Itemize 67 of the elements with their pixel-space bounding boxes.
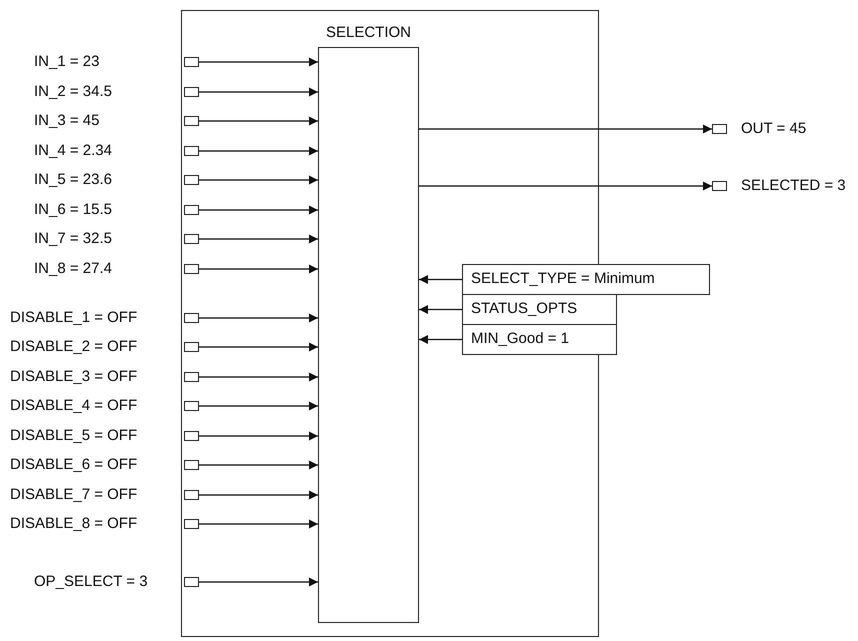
signal-label: DISABLE_2 = OFF [10,338,138,356]
signal-label: IN_5 = 23.6 [34,171,112,189]
signal-label: OUT = 45 [741,120,806,138]
arrow [199,490,318,500]
arrow [199,372,318,382]
arrow [419,275,462,284]
port-square [184,401,199,411]
signal-label: IN_2 = 34.5 [34,83,112,101]
signal-label: IN_3 = 45 [34,112,100,130]
signal-label: IN_6 = 15.5 [34,201,112,219]
block-title: SELECTION [324,24,412,42]
port-square [184,519,199,529]
signal-label: DISABLE_3 = OFF [10,368,138,386]
port-square [184,205,199,215]
signal-label: DISABLE_6 = OFF [10,456,138,474]
signal-label: DISABLE_7 = OFF [10,486,138,504]
signal-label: SELECTED = 3 [741,177,846,195]
arrow [199,206,318,214]
signal-label: DISABLE_5 = OFF [10,427,138,445]
signal-label: IN_8 = 27.4 [34,260,112,278]
port-square [184,431,199,441]
port-square [184,342,199,352]
parameter-box [462,294,617,325]
port-square [184,87,199,97]
arrow [199,58,318,66]
arrow [419,182,712,190]
parameter-label: MIN_Good = 1 [471,330,569,348]
arrow [199,432,318,440]
arrow [419,335,462,344]
signal-label: DISABLE_4 = OFF [10,397,138,415]
port-square [184,577,199,587]
port-square [184,460,199,470]
port-square [184,372,199,382]
arrow [199,460,318,470]
arrow [199,146,318,156]
port-square [184,313,199,323]
arrow [199,264,318,274]
arrow [199,402,318,410]
arrow [419,124,712,134]
parameter-label: SELECT_TYPE = Minimum [471,270,655,288]
port-square [712,181,727,191]
signal-label: OP_SELECT = 3 [34,573,148,591]
signal-label: IN_7 = 32.5 [34,230,112,248]
signal-label: DISABLE_8 = OFF [10,515,138,533]
arrow [199,578,318,586]
port-square [184,57,199,67]
signal-label: IN_4 = 2.34 [34,142,112,160]
arrow [199,342,318,352]
port-square [184,234,199,244]
port-square [184,146,199,156]
signal-label: IN_1 = 23 [34,53,100,71]
port-square [184,490,199,500]
parameter-box [462,324,617,355]
arrow [199,88,318,96]
arrow [199,176,318,184]
port-square [184,264,199,274]
parameter-label: STATUS_OPTS [471,300,578,318]
signal-label: DISABLE_1 = OFF [10,309,138,327]
parameter-box [462,264,710,295]
port-square [712,124,727,134]
port-square [184,116,199,126]
arrow [199,116,318,126]
arrow [419,305,462,314]
arrow [199,314,318,322]
arrow [199,520,318,528]
port-square [184,175,199,185]
arrow [199,234,318,244]
